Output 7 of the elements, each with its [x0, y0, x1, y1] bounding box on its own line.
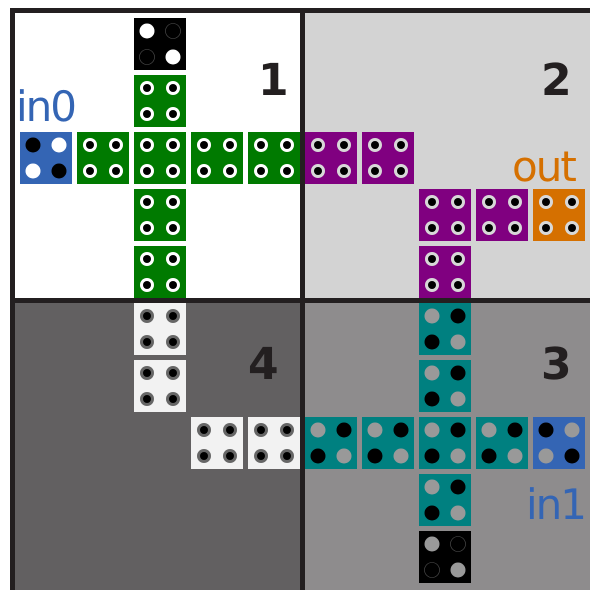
port-label: in1	[526, 484, 586, 526]
port-label: out	[512, 146, 575, 188]
quadrant-number: 2	[541, 59, 572, 103]
quadrant-number: 1	[258, 59, 289, 103]
quadrant-number: 4	[248, 343, 279, 387]
port-label: in0	[16, 86, 76, 128]
quadrant-number: 3	[541, 343, 572, 387]
